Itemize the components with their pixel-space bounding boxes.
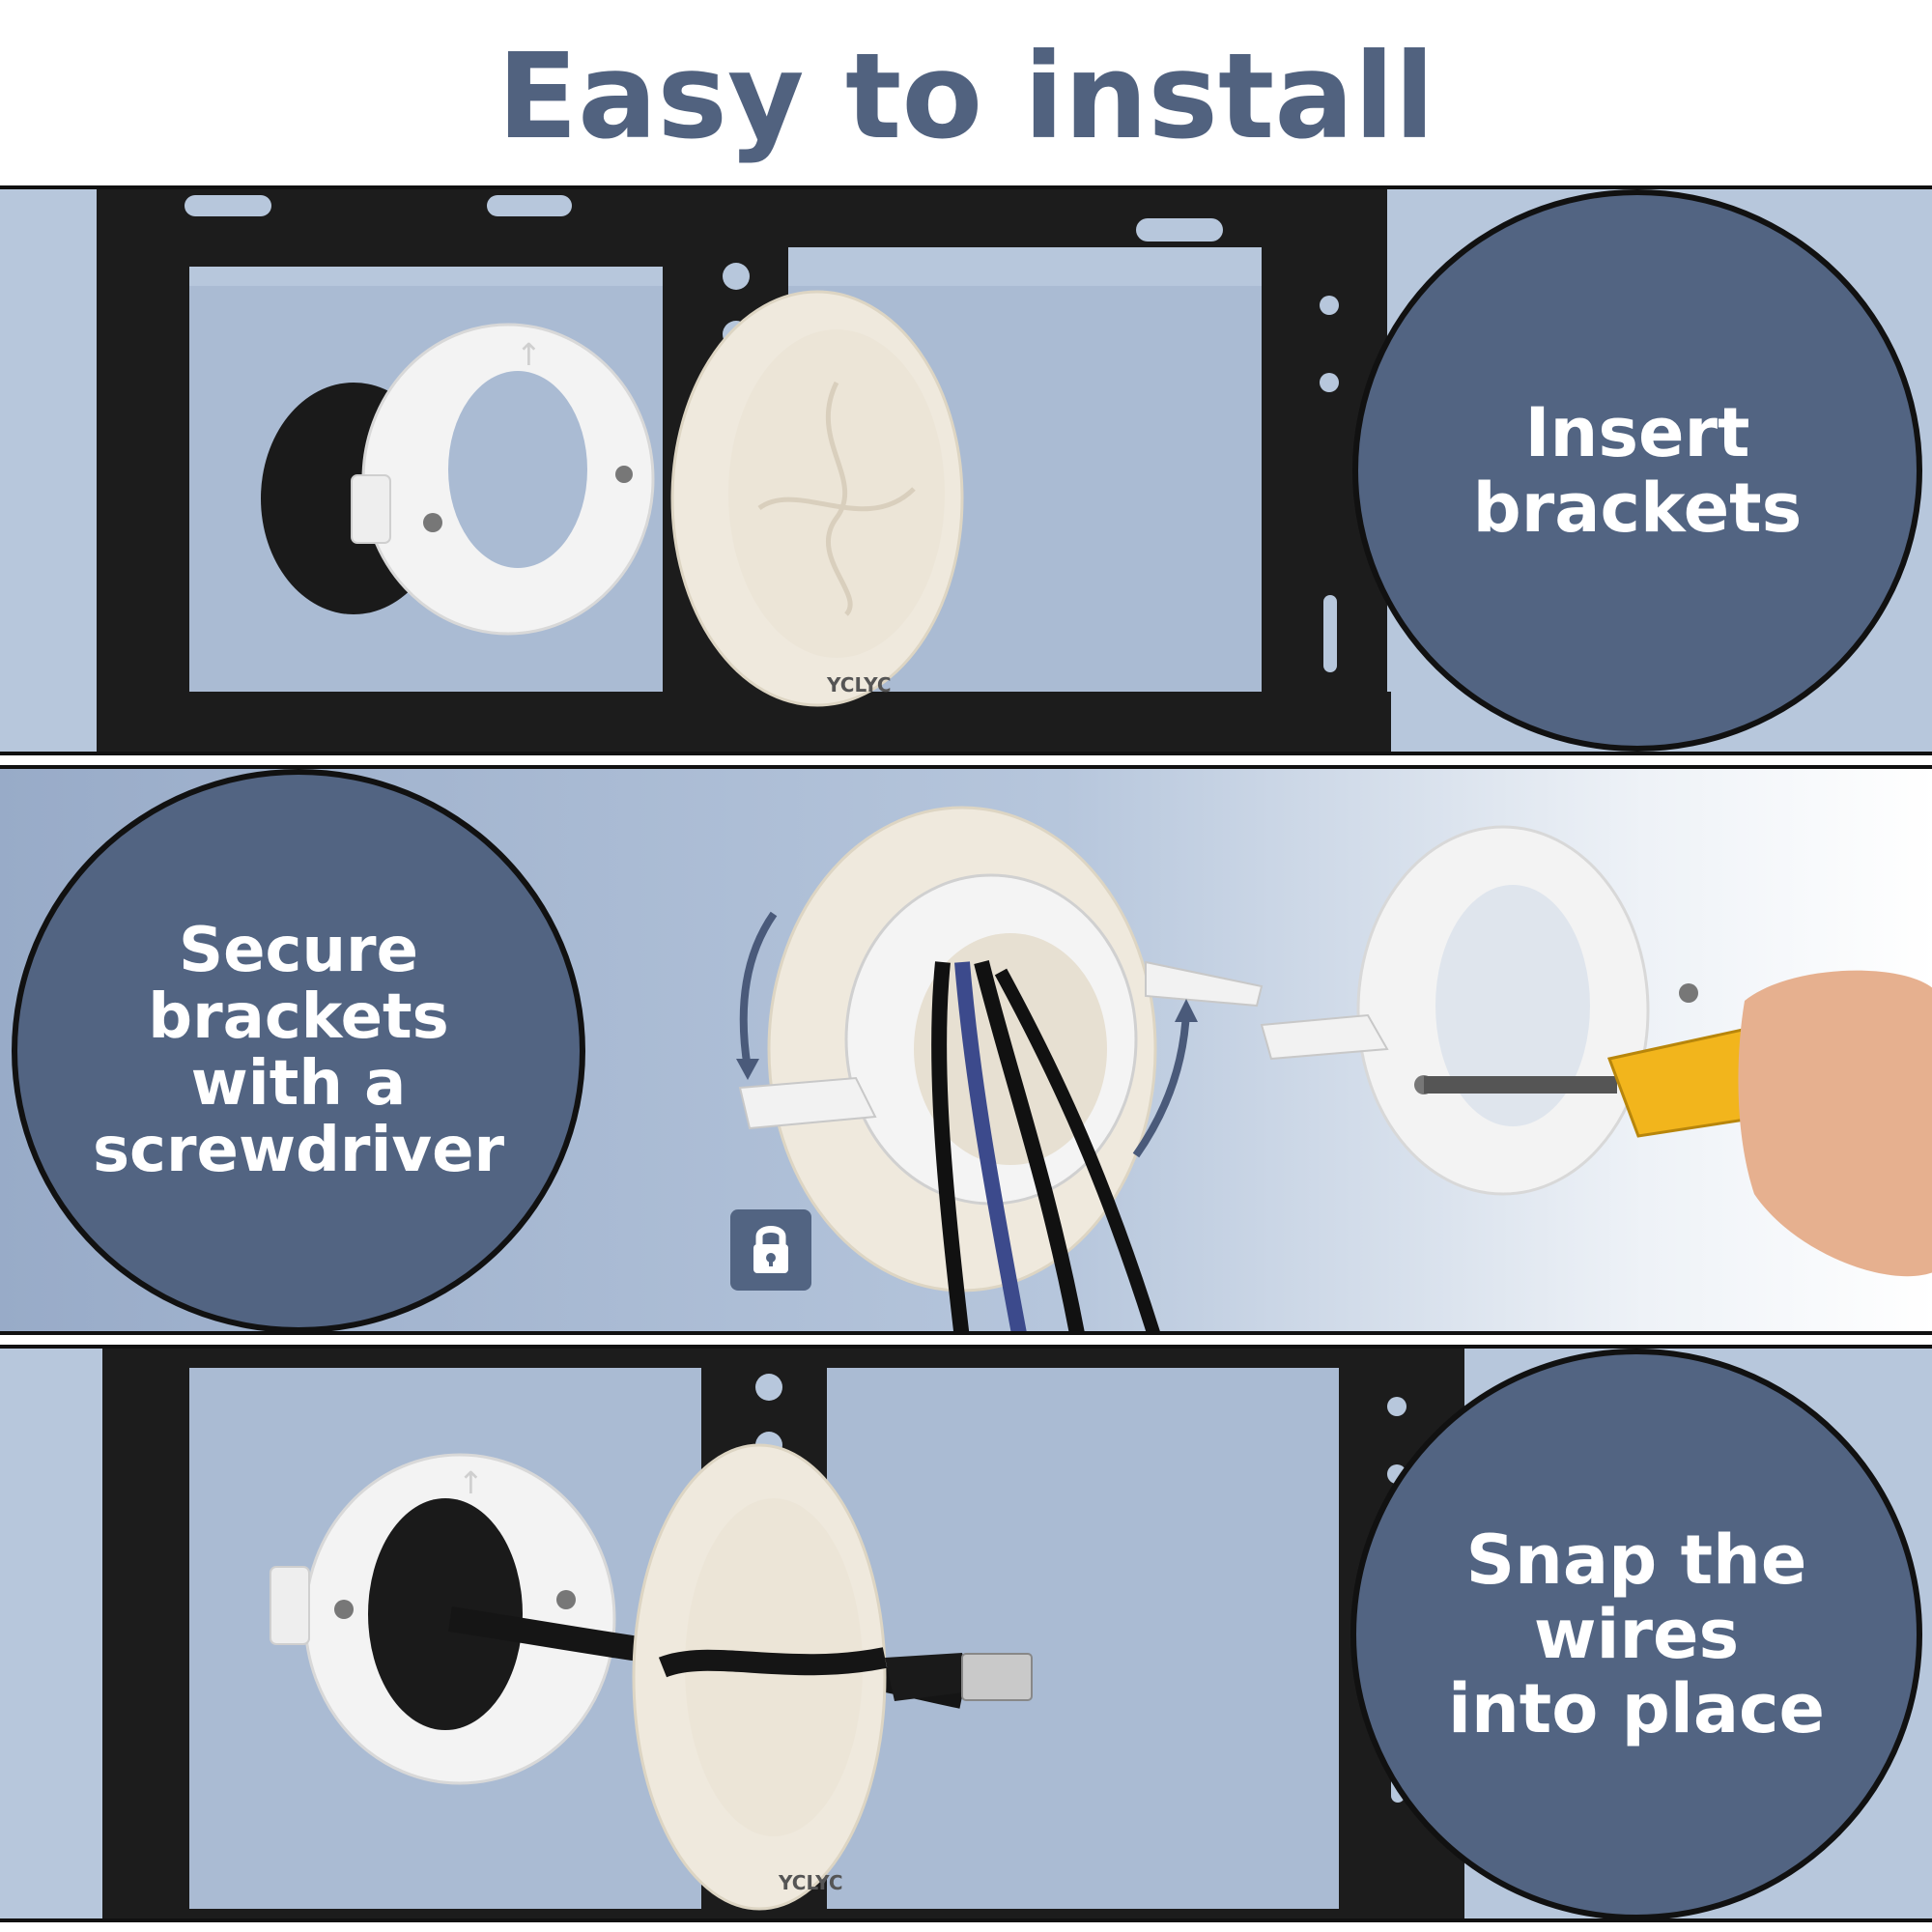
up-arrow-icon-2: ↑ [458,1464,484,1501]
brand-logo-text: YCLYC [826,673,892,696]
step-label-snap: Snap the wires into place [1447,1520,1826,1748]
page-title: Easy to install [497,28,1435,165]
step-bubble-secure: Secure brackets with a screwdriver [12,769,585,1333]
step-bubble-insert: Insert brackets [1352,189,1922,752]
secure-scene-illustration [736,806,1932,1331]
brand-logo-text-2: YCLYC [778,1871,843,1894]
step-label-secure: Secure brackets with a screwdriver [92,914,505,1187]
up-arrow-icon: ↑ [516,336,542,373]
step-bubble-snap: Snap the wires into place [1350,1349,1922,1920]
step-label-insert: Insert brackets [1472,392,1803,548]
insert-scene-illustration: YCLYC [97,189,1391,752]
lock-icon [730,1209,811,1291]
